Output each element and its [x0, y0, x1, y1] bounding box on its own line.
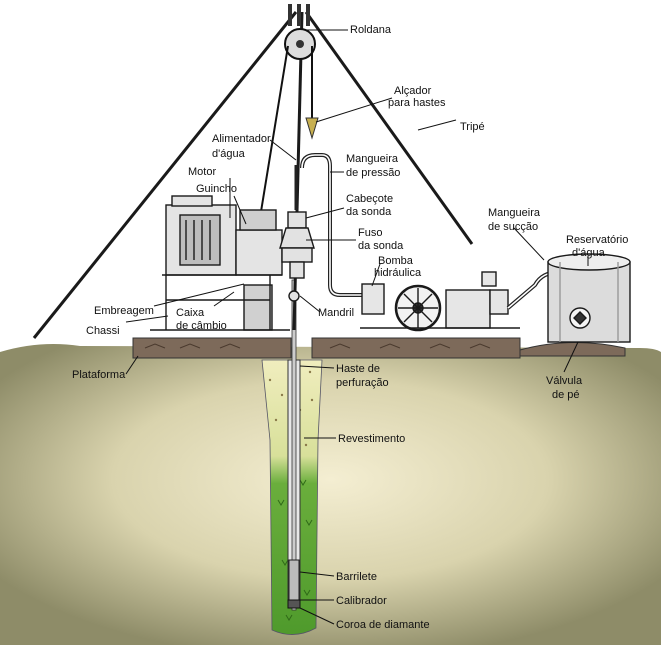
- label-mangueira-pressao-2: de pressão: [346, 167, 400, 179]
- label-alimentador-2: d'água: [212, 148, 246, 160]
- label-reservatorio-2: d'água: [572, 247, 606, 259]
- barrel: [288, 559, 300, 601]
- cable: [257, 45, 289, 231]
- label-caixa-1: Caixa: [176, 307, 205, 319]
- label-barrilete: Barrilete: [336, 571, 377, 583]
- label-plataforma: Plataforma: [72, 369, 126, 381]
- label-mangueira-pressao-1: Mangueira: [346, 153, 399, 165]
- hydraulic-pump: [360, 271, 520, 332]
- reservoir: [547, 253, 631, 343]
- label-chassi: Chassi: [86, 325, 120, 337]
- diamond-crown: [287, 599, 301, 609]
- label-bomba-1: Bomba: [378, 255, 414, 267]
- label-guincho: Guincho: [196, 183, 237, 195]
- label-bomba-2: hidráulica: [374, 267, 422, 279]
- label-fuso-1: Fuso: [358, 227, 382, 239]
- label-mangueira-succao-1: Mangueira: [488, 207, 541, 219]
- label-roldana: Roldana: [350, 24, 392, 36]
- ground: [0, 344, 661, 645]
- label-calibrador: Calibrador: [336, 595, 387, 607]
- label-alcador-1: Alçador: [394, 85, 432, 97]
- label-valvula-2: de pé: [552, 389, 580, 401]
- label-alimentador-1: Alimentador: [212, 133, 271, 145]
- label-embreagem: Embreagem: [94, 305, 154, 317]
- leader-lines: [125, 29, 589, 625]
- soil-dots: [268, 370, 314, 447]
- label-cabecote-1: Cabeçote: [346, 193, 393, 205]
- label-fuso-2: da sonda: [358, 240, 404, 252]
- drill-head: [279, 211, 315, 302]
- pulley: [284, 4, 316, 60]
- label-coroa: Coroa de diamante: [336, 619, 430, 631]
- label-haste-2: perfuração: [336, 377, 389, 389]
- rod-lifter: [305, 117, 319, 140]
- chassis: [150, 274, 290, 331]
- platform-right: [311, 337, 521, 359]
- label-alcador-2: para hastes: [388, 97, 446, 109]
- rock-marks: [277, 479, 313, 621]
- label-tripe: Tripé: [460, 121, 485, 133]
- label-revestimento: Revestimento: [338, 433, 405, 445]
- ground-mound: [519, 341, 626, 357]
- platform-pattern: [144, 343, 491, 349]
- label-caixa-2: de câmbio: [176, 320, 227, 332]
- label-cabecote-2: da sonda: [346, 206, 392, 218]
- label-haste-1: Haste de: [336, 363, 380, 375]
- label-mangueira-succao-2: de sucção: [488, 221, 538, 233]
- label-motor: Motor: [188, 166, 216, 178]
- label-mandril: Mandril: [318, 307, 354, 319]
- platform-left: [132, 337, 292, 359]
- pressure-hose-inner: [301, 154, 370, 296]
- motor-unit: [165, 195, 283, 331]
- label-reservatorio-1: Reservatório: [566, 234, 628, 246]
- label-valvula-1: Válvula: [546, 375, 583, 387]
